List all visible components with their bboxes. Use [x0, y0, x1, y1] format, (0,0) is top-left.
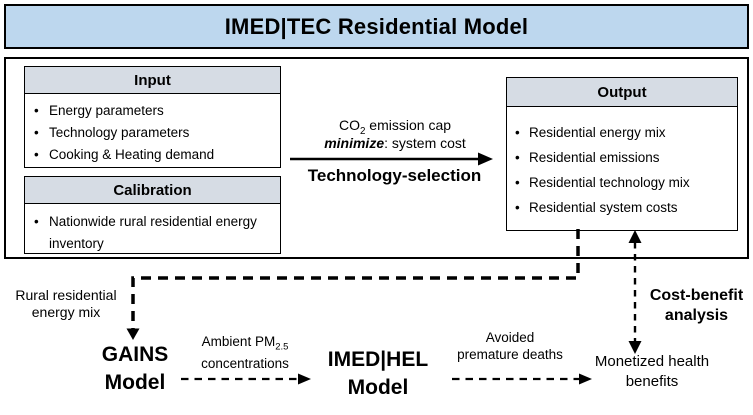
output-list: Residential energy mix Residential emiss…	[507, 107, 737, 220]
avoided-line2: premature deaths	[457, 346, 563, 362]
technology-selection-label: Technology-selection	[307, 166, 482, 185]
co2-text-rest: emission cap	[365, 117, 452, 133]
calibration-list: Nationwide rural residential energy inve…	[25, 204, 280, 255]
minimize-label: minimize: system cost	[290, 135, 500, 152]
minimize-word: minimize	[324, 135, 385, 151]
pm25-subscript: 2.5	[275, 341, 289, 353]
imed-hel-model-label: IMED|HEL Model	[327, 348, 429, 399]
output-item: Residential technology mix	[507, 170, 737, 195]
monetized-benefits-label: Monetized health benefits	[594, 353, 710, 390]
title-bar: IMED|TEC Residential Model	[4, 4, 749, 49]
output-item: Residential emissions	[507, 145, 737, 170]
calibration-box: Calibration Nationwide rural residential…	[24, 176, 281, 254]
output-item: Residential energy mix	[507, 120, 737, 145]
minimize-rest: : system cost	[384, 135, 466, 151]
co2-cap-label: CO2 emission cap	[295, 117, 495, 140]
ambient-text-rest: concentrations	[201, 356, 289, 372]
calibration-item: Nationwide rural residential energy inve…	[25, 211, 280, 255]
co2-text: CO	[338, 117, 360, 133]
input-box: Input Energy parameters Technology param…	[24, 66, 281, 168]
output-box: Output Residential energy mix Residentia…	[506, 77, 738, 231]
output-item: Residential system costs	[507, 195, 737, 220]
input-header: Input	[25, 67, 280, 94]
ambient-pm25-label: Ambient PM2.5 concentrations	[186, 334, 304, 373]
avoided-line1: Avoided	[485, 330, 535, 345]
input-list: Energy parameters Technology parameters …	[25, 94, 280, 166]
input-item: Energy parameters	[25, 100, 280, 122]
gains-model-label: GAINS Model	[101, 343, 169, 394]
rural-energy-mix-label: Rural residential energy mix	[15, 287, 117, 320]
input-item: Cooking & Heating demand	[25, 144, 280, 166]
diagram-title: IMED|TEC Residential Model	[224, 13, 529, 39]
output-header: Output	[507, 78, 737, 107]
output-to-gains-arrowhead	[126, 328, 140, 340]
ambient-text: Ambient PM	[201, 334, 276, 349]
calibration-header: Calibration	[25, 177, 280, 204]
cost-benefit-label: Cost-benefit analysis	[649, 287, 744, 324]
gains-to-imedhel-arrowhead	[298, 373, 311, 385]
co2-subscript: 2	[359, 125, 366, 137]
model-container-box: Input Energy parameters Technology param…	[4, 57, 749, 259]
input-item: Technology parameters	[25, 122, 280, 144]
